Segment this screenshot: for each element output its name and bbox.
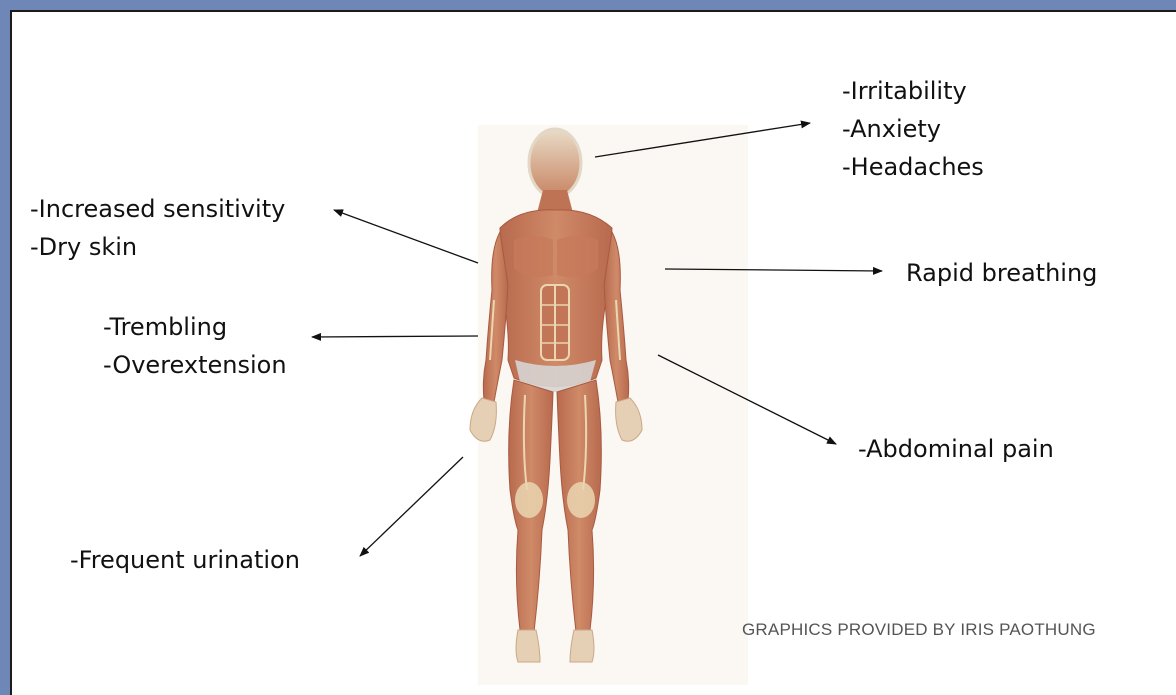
head-shape [529, 129, 581, 197]
abdominal-pain-text: -Abdominal pain [858, 430, 1054, 468]
arrow-skin [334, 210, 478, 263]
rapid-breathing-text: Rapid breathing [906, 254, 1097, 292]
skin-symptoms-label: -Increased sensitivity -Dry skin [30, 190, 285, 266]
graphics-credit: GRAPHICS PROVIDED BY IRIS PAOTHUNG [742, 620, 1096, 640]
anxiety-text: -Anxiety [842, 110, 984, 148]
dry-skin-text: -Dry skin [30, 228, 285, 266]
trembling-text: -Trembling [103, 308, 287, 346]
increased-sensitivity-text: -Increased sensitivity [30, 190, 285, 228]
headaches-text: -Headaches [842, 148, 984, 186]
muscle-symptoms-label: -Trembling -Overextension [103, 308, 287, 384]
breathing-symptom-label: Rapid breathing [906, 254, 1097, 292]
abdomen-symptom-label: -Abdominal pain [858, 430, 1054, 468]
left-hand-shape [470, 398, 496, 441]
irritability-text: -Irritability [842, 72, 984, 110]
urination-symptom-label: -Frequent urination [70, 541, 300, 579]
arrow-muscles [312, 336, 478, 337]
arrow-urination [360, 457, 463, 556]
frequent-urination-text: -Frequent urination [70, 541, 300, 579]
head-symptoms-label: -Irritability -Anxiety -Headaches [842, 72, 984, 186]
overextension-text: -Overextension [103, 346, 287, 384]
